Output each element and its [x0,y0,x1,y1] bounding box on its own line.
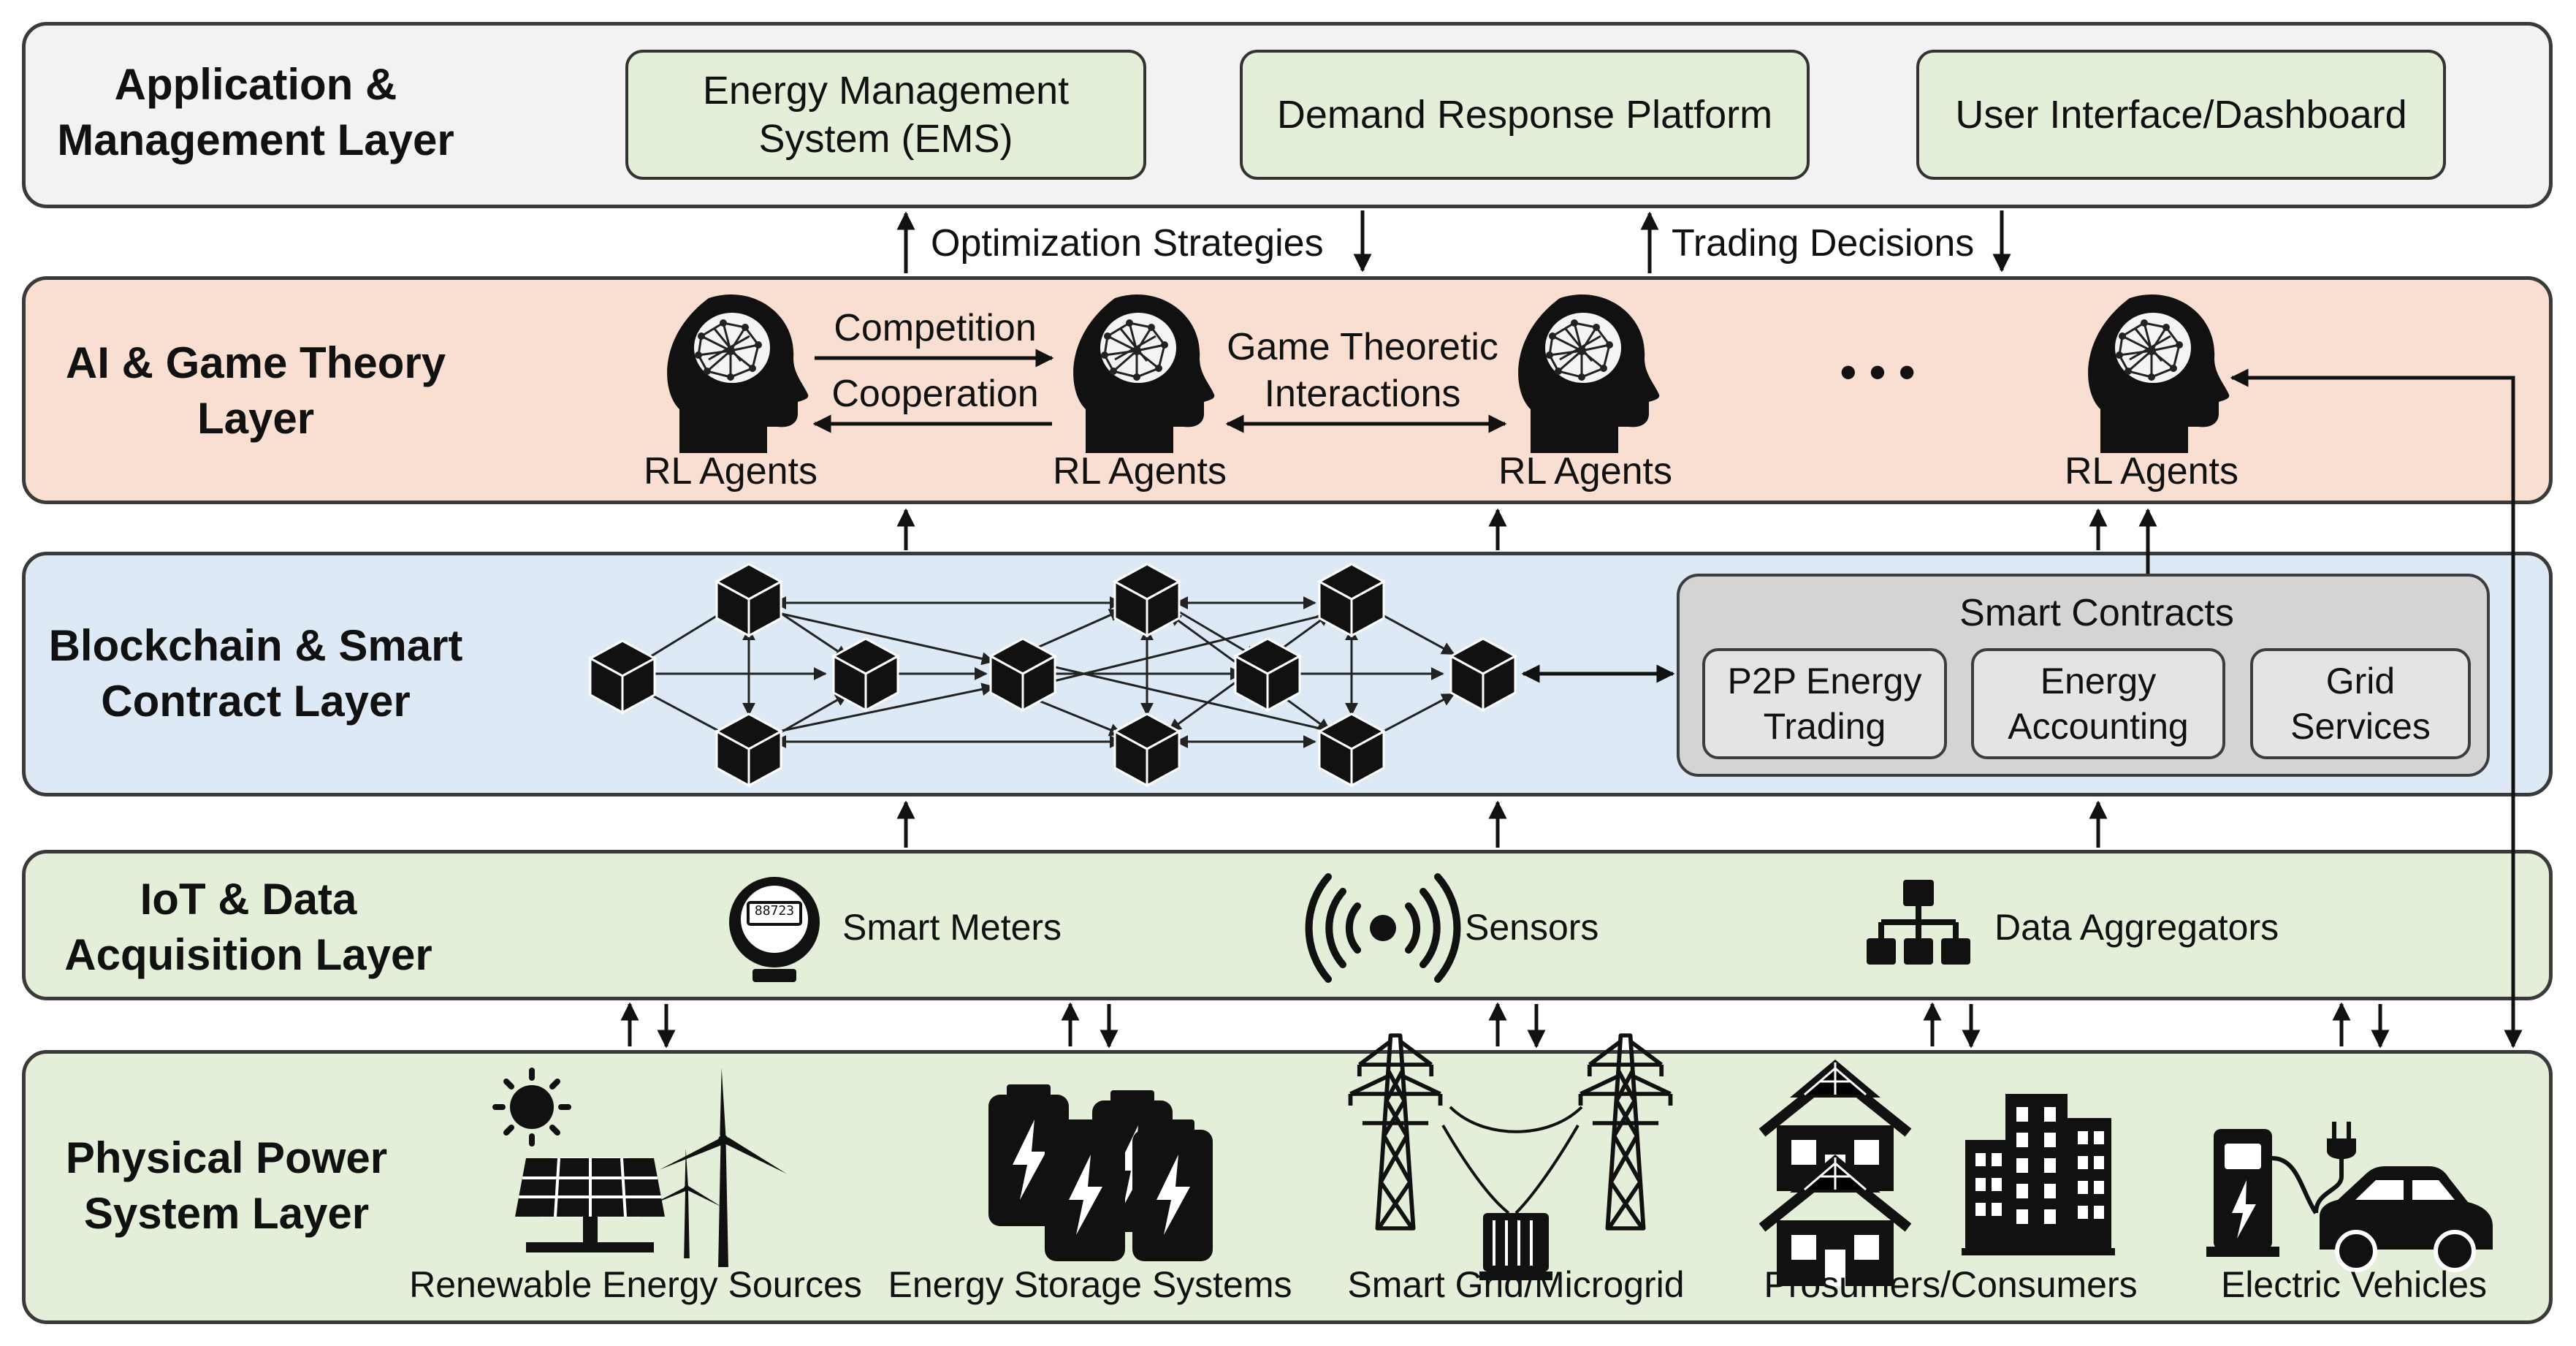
layer-title-line: IoT & Data [140,875,357,924]
physical-layer-title: Physical Power System Layer [0,1130,453,1242]
blockchain-layer-title: Blockchain & Smart Contract Layer [29,618,482,729]
game-theoretic-label: Game Theoretic Interactions [1227,324,1498,417]
wind-turbine-icon [660,1068,787,1267]
car-icon [2320,1166,2493,1272]
layer-title-line: Physical Power [65,1133,388,1182]
building-icon [1962,1094,2115,1255]
brain-head-icon [666,293,809,455]
sun-icon [492,1068,571,1147]
application-layer-title: Application & Management Layer [29,57,482,168]
rl-agent-label: RL Agents [1052,450,1227,493]
ems-box: Energy Management System (EMS) [625,50,1146,180]
optimization-strategies-label: Optimization Strategies [931,222,1324,265]
smart-contracts-title: Smart Contracts [1959,592,2234,634]
ems-label-line: System (EMS) [758,117,1013,161]
brain-head-icon [1072,293,1216,455]
prosumers-label: Prosumers/Consumers [1764,1264,2138,1305]
energy-accounting-box: Energy Accounting [1971,648,2225,759]
brain-head-icon [1517,293,1661,455]
cube-block-icon [1113,712,1181,787]
rl-agent-label: RL Agents [1498,450,1673,493]
wireless-sensor-icon [1305,873,1461,983]
meter-display: 88723 [754,903,795,919]
cube-block-icon [1113,563,1181,637]
grid-services-label-line: Services [2290,706,2431,747]
renewables-label: Renewable Energy Sources [409,1264,862,1305]
demand-response-box: Demand Response Platform [1240,50,1810,180]
ems-label-line: Energy Management [702,69,1070,113]
transmission-tower-icon [1351,1035,1441,1228]
layer-title-line: Contract Layer [101,677,411,726]
accounting-label-line: Energy [2040,661,2157,701]
iot-layer-title: IoT & Data Acquisition Layer [22,872,475,983]
rl-agent-label: RL Agents [2064,450,2239,493]
dashboard-label: User Interface/Dashboard [1955,93,2407,137]
layer-title-line: Management Layer [57,115,454,164]
layer-title-line: Blockchain & Smart [48,621,463,670]
smart-meter-icon [729,877,820,982]
cube-block-icon [989,637,1056,712]
p2p-trading-box: P2P Energy Trading [1702,648,1947,759]
cube-block-icon [1449,637,1517,712]
grid-services-label-line: Grid [2325,661,2396,701]
layer-title-line: System Layer [83,1189,370,1238]
accounting-label-line: Accounting [2008,706,2189,747]
iot-layer [22,850,2553,1000]
p2p-label-line: P2P Energy [1727,661,1922,701]
cube-block-icon [589,639,656,714]
brain-head-icon [2087,293,2230,455]
solar-panel-icon [515,1157,665,1252]
ev-label: Electric Vehicles [2220,1264,2488,1305]
layer-title-line: Acquisition Layer [64,930,432,979]
cube-block-icon [832,637,899,712]
p2p-label-line: Trading [1763,706,1886,747]
battery-icon [1045,1119,1125,1261]
competition-label: Competition [834,307,1037,349]
demand-response-label: Demand Response Platform [1276,93,1773,137]
cube-block-icon [715,712,782,787]
ai-layer-title: AI & Game Theory Layer [29,335,482,446]
physical-layer [22,1050,2553,1324]
cube-block-icon [715,563,782,637]
sensors-label: Sensors [1465,907,1599,948]
more-agents-ellipsis: • • • [1840,346,1916,398]
grid-label: Smart Grid/Microgrid [1347,1264,1685,1305]
data-aggregators-label: Data Aggregators [1994,907,2279,948]
cube-block-icon [1318,563,1385,637]
dashboard-box: User Interface/Dashboard [1916,50,2446,180]
cube-block-icon [1318,712,1385,787]
cooperation-label: Cooperation [831,373,1039,415]
smart-meters-label: Smart Meters [842,907,1062,948]
layer-title-line: AI & Game Theory [65,338,446,387]
grid-services-box: Grid Services [2250,648,2471,759]
transformer-icon [1479,1213,1552,1280]
game-theoretic-line: Interactions [1264,373,1461,415]
layer-title-line: Application & [114,60,397,109]
trading-decisions-label: Trading Decisions [1672,222,1975,265]
transmission-tower-icon [1581,1035,1671,1228]
cube-block-icon [1234,637,1301,712]
battery-icon [1132,1119,1213,1261]
hierarchy-icon [1867,880,1970,965]
game-theoretic-line: Game Theoretic [1227,326,1498,368]
ev-charger-icon [2206,1122,2356,1257]
rl-agent-label: RL Agents [643,450,818,493]
storage-label: Energy Storage Systems [888,1264,1292,1305]
layer-title-line: Layer [197,394,315,443]
